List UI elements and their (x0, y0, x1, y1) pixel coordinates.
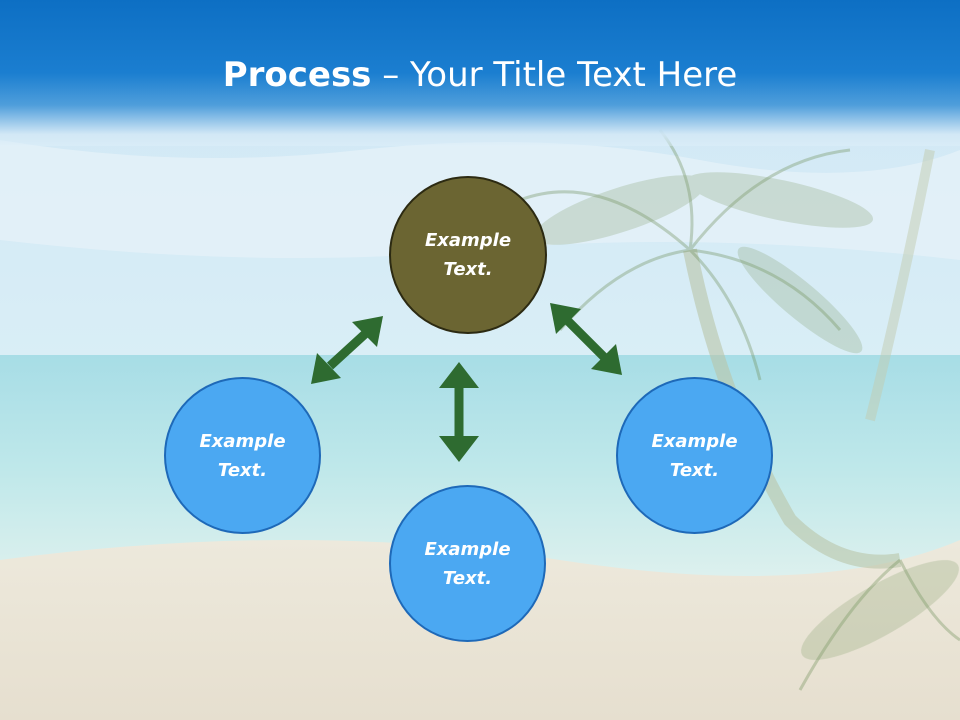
title-bold-part: Process (222, 55, 372, 95)
node-top-line1: Example (424, 230, 512, 251)
title-banner (0, 0, 960, 146)
slide-title: Process – Your Title Text Here (0, 52, 960, 98)
node-bottom-line1: Example (424, 538, 511, 560)
node-top-line2: Text. (443, 259, 493, 280)
node-bottom-line2: Text. (442, 567, 493, 589)
node-right-line2: Text. (669, 459, 720, 481)
node-left-line2: Text. (217, 459, 268, 481)
title-rest-part: – Your Title Text Here (371, 55, 738, 95)
node-right-line1: Example (651, 430, 738, 452)
node-left-line1: Example (199, 430, 286, 452)
